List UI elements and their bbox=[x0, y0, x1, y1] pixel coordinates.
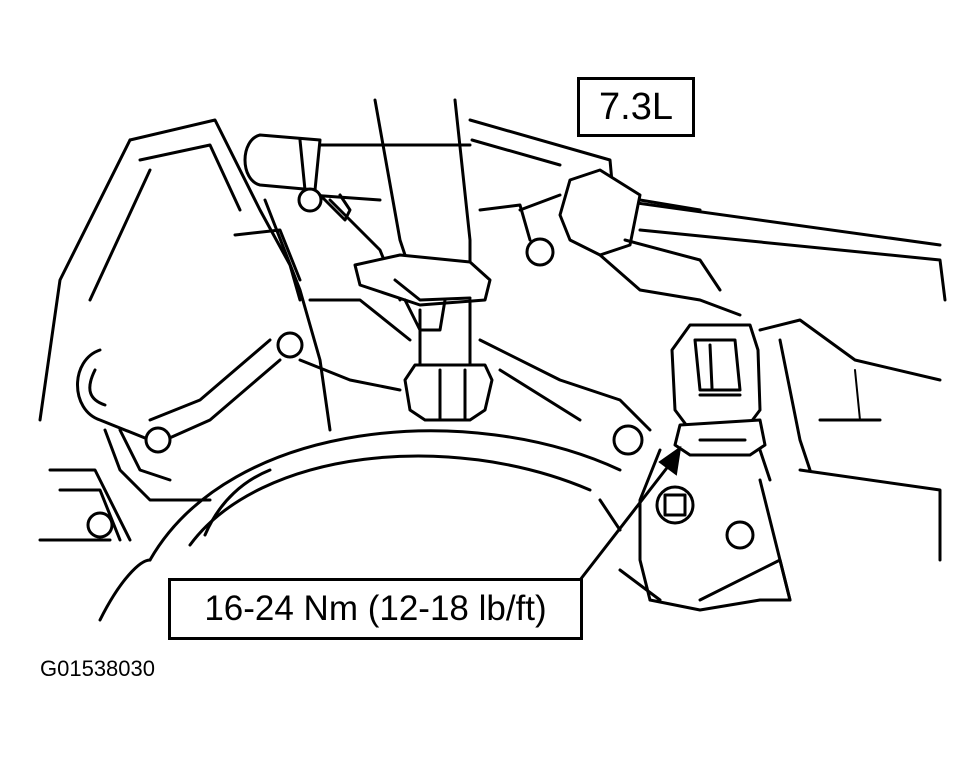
engine-block bbox=[468, 118, 947, 612]
left-tube bbox=[76, 338, 282, 539]
figure-id-text: G01538030 bbox=[40, 656, 155, 681]
engine-size-label: 7.3L bbox=[577, 77, 695, 137]
torque-arrow bbox=[578, 445, 682, 582]
hose-clamp bbox=[353, 253, 492, 332]
bolts bbox=[276, 187, 755, 550]
center-housing bbox=[263, 193, 652, 432]
pulley bbox=[98, 429, 622, 622]
lower-right-block bbox=[598, 498, 792, 602]
torque-spec-label: 16-24 Nm (12-18 lb/ft) bbox=[168, 578, 583, 640]
center-fitting bbox=[403, 298, 494, 422]
sensor bbox=[638, 323, 772, 602]
